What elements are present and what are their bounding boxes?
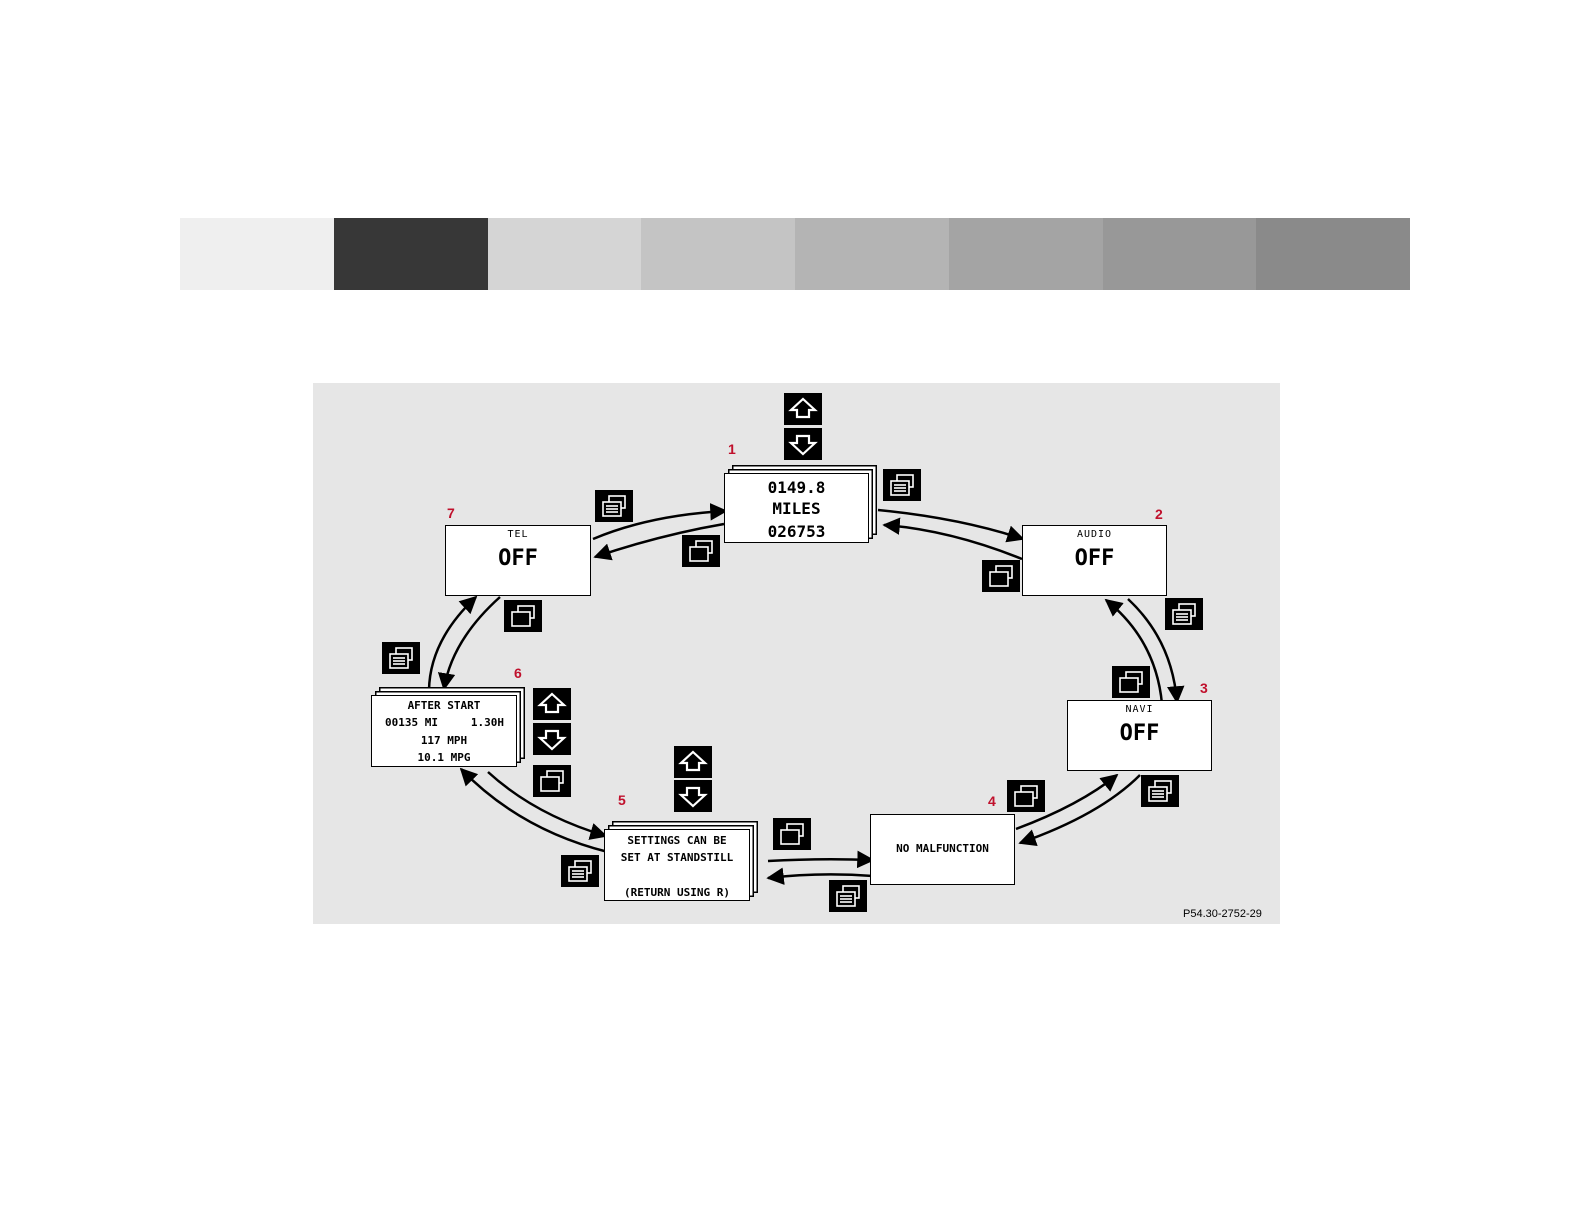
- next-display-icon[interactable]: [382, 642, 420, 674]
- display-odometer: 0149.8 MILES 026753: [724, 473, 869, 543]
- step-number-6: 6: [514, 665, 522, 681]
- after-start-economy: 10.1 MPG: [372, 751, 516, 764]
- previous-display-icon[interactable]: [682, 535, 720, 567]
- next-display-icon[interactable]: [561, 855, 599, 887]
- after-start-time: 1.30H: [471, 716, 504, 729]
- previous-display-icon[interactable]: [1007, 780, 1045, 812]
- display-malfunction: NO MALFUNCTION: [870, 814, 1015, 885]
- step-number-4: 4: [988, 793, 996, 809]
- navi-value: OFF: [1068, 721, 1211, 746]
- settings-line-3: (RETURN USING R): [605, 886, 749, 899]
- after-start-title: AFTER START: [372, 699, 516, 712]
- color-swatch: [949, 218, 1103, 290]
- settings-line-1: SETTINGS CAN BE: [605, 834, 749, 847]
- step-number-5: 5: [618, 792, 626, 808]
- step-number-1: 1: [728, 441, 736, 457]
- color-swatch: [488, 218, 642, 290]
- color-swatch: [795, 218, 949, 290]
- color-strip: [180, 218, 1410, 290]
- previous-display-icon[interactable]: [982, 560, 1020, 592]
- next-display-icon[interactable]: [595, 490, 633, 522]
- audio-label: AUDIO: [1023, 529, 1166, 540]
- color-swatch: [1103, 218, 1257, 290]
- odometer-total: 026753: [725, 522, 868, 541]
- after-start-distance: 00135 MI: [385, 716, 438, 729]
- figure-code: P54.30-2752-29: [1183, 908, 1262, 920]
- previous-display-icon[interactable]: [1112, 666, 1150, 698]
- display-tel: TEL OFF: [445, 525, 591, 596]
- malfunction-text: NO MALFUNCTION: [871, 842, 1014, 855]
- color-swatch: [180, 218, 334, 290]
- next-display-icon[interactable]: [829, 880, 867, 912]
- settings-line-2: SET AT STANDSTILL: [605, 851, 749, 864]
- arrow-down-icon[interactable]: [533, 723, 571, 755]
- next-display-icon[interactable]: [1165, 598, 1203, 630]
- arrow-down-icon[interactable]: [784, 428, 822, 460]
- previous-display-icon[interactable]: [773, 818, 811, 850]
- arrow-up-icon[interactable]: [533, 688, 571, 720]
- navi-label: NAVI: [1068, 704, 1211, 715]
- arrow-down-icon[interactable]: [674, 780, 712, 812]
- previous-display-icon[interactable]: [504, 600, 542, 632]
- display-settings: SETTINGS CAN BE SET AT STANDSTILL (RETUR…: [604, 829, 750, 901]
- display-after-start: AFTER START 00135 MI 1.30H 117 MPH 10.1 …: [371, 695, 517, 767]
- arrow-up-icon[interactable]: [674, 746, 712, 778]
- odometer-trip: 0149.8: [725, 478, 868, 497]
- arrow-up-icon[interactable]: [784, 393, 822, 425]
- audio-value: OFF: [1023, 546, 1166, 571]
- next-display-icon[interactable]: [883, 469, 921, 501]
- tel-label: TEL: [446, 529, 590, 540]
- step-number-2: 2: [1155, 506, 1163, 522]
- display-audio: AUDIO OFF: [1022, 525, 1167, 596]
- odometer-unit: MILES: [725, 499, 868, 518]
- tel-value: OFF: [446, 546, 590, 571]
- next-display-icon[interactable]: [1141, 775, 1179, 807]
- color-swatch: [641, 218, 795, 290]
- color-swatch: [334, 218, 488, 290]
- after-start-speed: 117 MPH: [372, 734, 516, 747]
- color-swatch: [1256, 218, 1410, 290]
- step-number-7: 7: [447, 505, 455, 521]
- previous-display-icon[interactable]: [533, 765, 571, 797]
- display-navi: NAVI OFF: [1067, 700, 1212, 771]
- step-number-3: 3: [1200, 680, 1208, 696]
